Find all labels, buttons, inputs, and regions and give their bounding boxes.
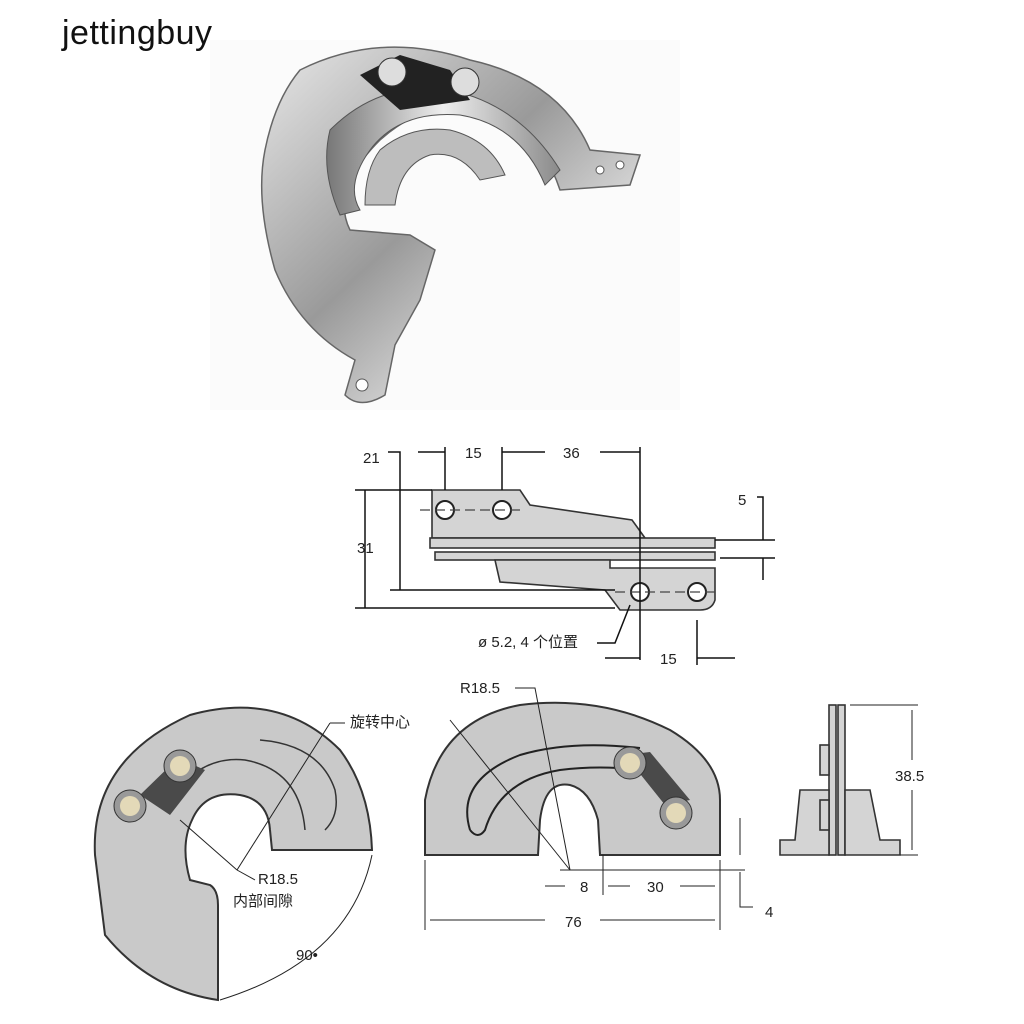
end-view: 38.5 (779, 704, 924, 856)
dim-5: 5 (738, 492, 746, 509)
dim-21: 21 (363, 450, 380, 467)
dim-15-bottom: 15 (660, 651, 677, 668)
hinge-photo (210, 40, 680, 410)
watermark: jettingbuy (62, 14, 213, 52)
dim-31: 31 (357, 540, 374, 557)
dim-36: 36 (563, 445, 580, 462)
inner-gap-label: 内部间隙 (233, 893, 293, 910)
radius-left: R18.5 (258, 871, 298, 888)
top-view-drawing: 21 15 36 31 5 ø 5.2, 4 个位置 15 (355, 445, 775, 668)
dim-30: 30 (647, 879, 664, 896)
dim-76: 76 (565, 914, 582, 931)
dim-4: 4 (765, 904, 773, 921)
dim-8: 8 (580, 879, 588, 896)
left-side-view: 旋转中心 R18.5 内部间隙 90• (93, 706, 410, 1002)
dim-38-5: 38.5 (895, 768, 924, 785)
hole-note: ø 5.2, 4 个位置 (478, 634, 578, 651)
rotation-center-label: 旋转中心 (350, 714, 410, 731)
angle-90: 90• (296, 947, 318, 964)
middle-side-view: R18.5 8 30 76 4 (424, 680, 773, 931)
dim-15-top: 15 (465, 445, 482, 462)
radius-right: R18.5 (460, 680, 500, 697)
